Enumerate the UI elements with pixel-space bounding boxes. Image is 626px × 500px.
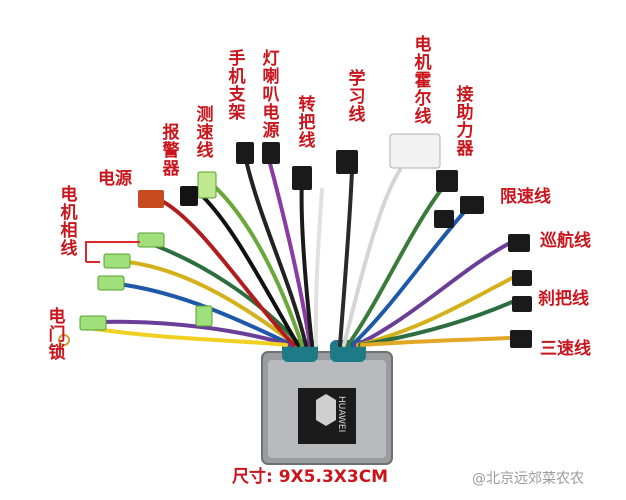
- label-brake: 刹把线: [538, 289, 589, 309]
- hall-connector: [389, 133, 441, 169]
- wire: [313, 188, 324, 347]
- wire: [158, 198, 296, 347]
- label-learning: 学习线: [348, 69, 366, 125]
- wire: [244, 158, 308, 347]
- wire: [96, 319, 292, 347]
- door-lock-terminal: [58, 334, 70, 346]
- connector-black: [236, 142, 254, 164]
- brand-text: HUAWEI: [336, 396, 346, 433]
- wire: [126, 260, 298, 347]
- wire: [194, 188, 300, 347]
- connector-black: [292, 166, 312, 190]
- power-connector: [138, 190, 164, 208]
- connector-black: [262, 142, 280, 164]
- wire: [358, 300, 514, 347]
- connector-black: [510, 330, 532, 348]
- label-door-lock: 电门锁: [48, 307, 66, 363]
- wire: [356, 276, 514, 347]
- label-power: 电源: [98, 169, 132, 189]
- wire: [338, 168, 354, 347]
- wire: [86, 326, 288, 347]
- connector-black: [512, 270, 532, 286]
- wire: [299, 178, 314, 347]
- motor-phase-bracket: [85, 241, 140, 262]
- label-cruise: 巡航线: [540, 231, 591, 251]
- label-assist: 接助力器: [456, 85, 474, 159]
- connector-black: [436, 170, 458, 192]
- alarm-connector: [180, 186, 198, 206]
- connector-green: [137, 232, 165, 248]
- connector-green: [103, 253, 131, 269]
- connector-black: [460, 196, 484, 214]
- label-speed-limit: 限速线: [500, 187, 551, 207]
- connector-green: [79, 315, 107, 331]
- dimensions-text: 尺寸: 9X5.3X3CM: [232, 467, 389, 487]
- label-speed-test: 测速线: [196, 105, 214, 161]
- wire: [342, 168, 402, 347]
- label-alarm: 报警器: [162, 123, 180, 179]
- wire: [212, 184, 304, 347]
- label-motor-phase: 电机相线: [60, 185, 78, 259]
- brand-logo: [316, 394, 336, 426]
- wire: [354, 242, 510, 347]
- watermark-text: @北京远郊菜农农: [472, 471, 584, 487]
- connector-black: [434, 210, 454, 228]
- connector-green: [197, 171, 217, 199]
- label-light-horn-power: 灯喇叭电源: [262, 49, 280, 141]
- wire: [266, 154, 312, 347]
- wire: [138, 238, 302, 347]
- connector-green: [97, 275, 125, 291]
- connector-black: [512, 296, 532, 312]
- label-three-speed: 三速线: [540, 339, 591, 359]
- label-motor-hall: 电机霍尔线: [414, 35, 432, 127]
- label-throttle: 转把线: [298, 95, 316, 151]
- connector-black: [336, 150, 358, 174]
- label-phone-holder: 手机支架: [228, 49, 246, 123]
- wire: [346, 184, 446, 347]
- connector-green: [195, 305, 213, 327]
- connector-black: [508, 234, 530, 252]
- wire: [360, 336, 512, 347]
